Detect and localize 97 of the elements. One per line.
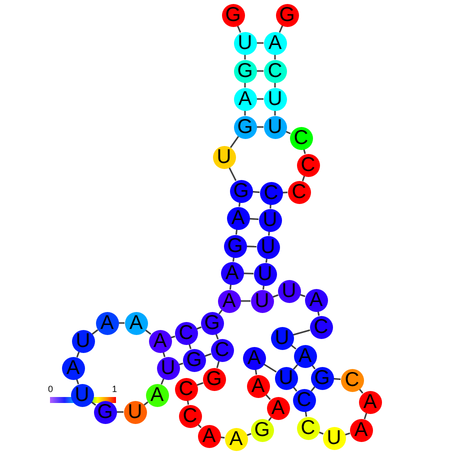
nucleotide-circle: G: [202, 368, 226, 390]
connector-line: [282, 192, 288, 194]
nucleotide-circle: C: [340, 368, 364, 392]
nucleotide-circle: U: [156, 356, 180, 380]
nucleotide-circle: A: [124, 312, 148, 334]
nucleotide-circle: U: [270, 326, 294, 350]
nucleotide-circle: A: [350, 418, 372, 442]
nucleotide-circle: G: [182, 348, 206, 372]
connector-line: [196, 326, 202, 330]
connector-line: [246, 246, 257, 248]
nucleotide-circle: G: [234, 116, 256, 138]
nucleotide-circle: A: [226, 206, 250, 230]
connector-line: [256, 126, 264, 128]
nucleotide-circle: A: [246, 374, 270, 398]
nucleotide-circle: U: [254, 262, 276, 286]
connector-line: [256, 98, 264, 100]
connector-line: [92, 329, 98, 335]
scale-label: 0: [48, 385, 54, 394]
connector-line: [216, 360, 220, 368]
connector-line: [333, 378, 341, 380]
nucleotide-circle: C: [210, 338, 234, 362]
nucleotide-circle: U: [234, 32, 256, 54]
nucleotide-circle: A: [146, 384, 168, 406]
connector-line: [76, 352, 80, 358]
connector-line: [344, 432, 350, 436]
connector-line: [230, 136, 240, 148]
nucleotide-circle: A: [148, 330, 172, 352]
nucleotide-circle: G: [310, 366, 334, 390]
scale-label: 1: [112, 385, 118, 394]
nucleotide-circle: G: [276, 4, 298, 26]
nucleotide-circle: U: [274, 366, 298, 390]
nucleotide-circle: C: [296, 416, 320, 440]
connector-line: [244, 54, 246, 60]
nucleotide-circle: A: [198, 424, 220, 448]
nucleotide-circle: U: [212, 146, 236, 168]
nucleotide-circle: U: [250, 290, 274, 312]
nucleotide-circle: A: [264, 32, 286, 54]
nucleotide-circle: U: [72, 330, 94, 352]
connector-line: [236, 25, 242, 33]
nucleotide-circle: C: [288, 180, 310, 204]
nucleotide-circle: G: [222, 4, 244, 26]
connector-line: [118, 322, 124, 324]
nucleotide-circle: G: [94, 400, 116, 424]
connector-line: [274, 54, 276, 60]
nucleotide-circle: A: [294, 344, 316, 368]
nucleotide-circle: C: [292, 388, 316, 412]
nucleotide-circle: U: [264, 88, 286, 110]
connector-line: [160, 378, 164, 385]
connector-line: [204, 353, 212, 357]
connector-line: [252, 191, 260, 193]
connector-line: [272, 294, 278, 298]
nucleotide-circle: C: [174, 378, 198, 400]
nucleotide-circle: G: [200, 312, 224, 334]
nucleotide-circle: C: [174, 322, 198, 344]
nucleotide-circle: U: [256, 236, 280, 258]
nucleotide-circle: A: [266, 396, 290, 420]
nucleotide-circle: A: [242, 346, 266, 370]
nucleotide-circle: G: [234, 60, 256, 82]
nucleotide-circle: C: [290, 126, 312, 150]
nucleotide-circle: U: [278, 280, 300, 302]
nucleotide-circle: A: [234, 88, 256, 110]
nucleotide-circle: C: [178, 404, 202, 428]
nucleotide-circle: A: [218, 290, 240, 312]
connector-line: [256, 42, 264, 44]
connector-line: [256, 70, 264, 72]
nucleotide-circle: A: [96, 312, 118, 334]
connector-line: [196, 382, 204, 386]
connector-line: [244, 110, 246, 116]
connector-line: [116, 411, 124, 413]
nucleotide-circle: A: [224, 428, 248, 450]
nucleotide-circle: U: [258, 208, 282, 232]
nucleotide-circle: C: [260, 182, 282, 204]
connector-line: [240, 300, 250, 302]
nucleotide-circle: C: [296, 154, 320, 176]
nucleotide-circle: A: [62, 356, 84, 380]
connector-line: [244, 82, 246, 88]
nucleotide-circle: A: [304, 288, 328, 312]
nucleotide-circle: U: [70, 384, 94, 406]
connector-line: [292, 329, 310, 336]
nucleotide-circle: G: [250, 418, 274, 442]
nucleotide-circle: U: [322, 426, 346, 450]
connector-line: [243, 272, 254, 274]
connector-line: [228, 166, 237, 182]
connector-line: [292, 364, 298, 370]
nucleotide-circle: C: [264, 60, 286, 82]
nucleotide-circle: A: [220, 262, 244, 284]
nucleotide-circle: U: [264, 116, 286, 138]
connector-line: [249, 218, 259, 220]
nucleotide-circle: C: [310, 316, 332, 338]
connector-line: [274, 110, 276, 116]
nucleotide-circle: U: [124, 400, 146, 424]
nucleotide-circle: G: [230, 180, 252, 202]
nucleotide-circle: A: [358, 390, 382, 414]
connector-line: [274, 82, 276, 88]
nucleotide-circle: G: [224, 234, 246, 258]
connector-line: [278, 25, 284, 33]
connector-line: [263, 363, 277, 373]
